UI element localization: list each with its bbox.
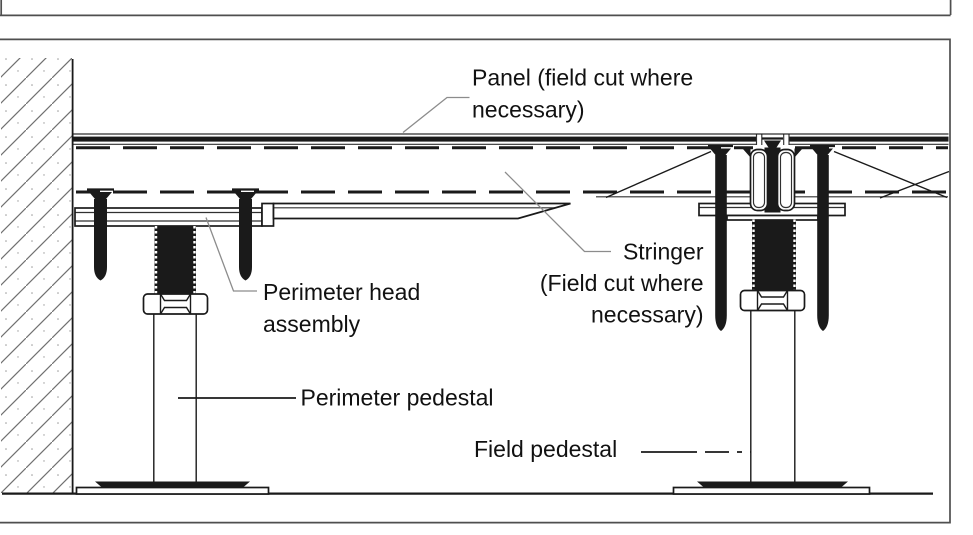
perimeter-head-label-line2: assembly: [263, 311, 361, 337]
dashed-hidden-lines: [76, 146, 948, 198]
wall-hatch: [1, 58, 72, 493]
panel-label-line1: Panel (field cut where: [472, 65, 693, 91]
perimeter-head-leader-line: [205, 217, 257, 292]
panel-joint-screw: [762, 137, 783, 213]
top-partial-box-border: [0, 0, 952, 17]
stringer-taper-lines: [605, 150, 950, 199]
stringer-leader-line: [504, 171, 611, 253]
threaded-rod: [154, 226, 196, 294]
perimeter-screw: [87, 188, 114, 281]
field-pedestal: [672, 219, 871, 495]
perimeter-head-label-line1: Perimeter head: [263, 279, 420, 305]
stringer-clip-wedge: [742, 148, 751, 158]
base-plate-top: [95, 481, 250, 488]
stringer-bar: [272, 202, 571, 220]
wall-section: [1, 58, 74, 494]
perimeter-screw: [232, 188, 259, 281]
threaded-rod: [752, 219, 796, 291]
panel-joint: [755, 134, 790, 145]
stringer-clip-wedge: [794, 148, 803, 158]
base-plate: [672, 486, 871, 495]
base-plate-top: [697, 481, 848, 488]
panel-label: Panel (field cut where necessary): [472, 65, 693, 123]
panel-label-line2: necessary): [472, 97, 584, 123]
stringer-end-channel: [776, 148, 796, 212]
stringer-label-line2: (Field cut where: [540, 270, 704, 296]
stringer-label: Stringer (Field cut where necessary): [540, 239, 704, 328]
panel-leader-line: [402, 96, 470, 134]
perimeter-head-label: Perimeter head assembly: [263, 279, 420, 337]
diagram-box-border: [0, 38, 951, 524]
field-pedestal-head: [698, 137, 846, 331]
adjustment-nut: [739, 289, 806, 312]
perimeter-pedestal-label: Perimeter pedestal: [301, 385, 494, 411]
panel-core-band: [789, 136, 949, 142]
field-pedestal-label: Field pedestal: [474, 436, 617, 462]
adjustment-nut: [142, 293, 209, 315]
base-plate: [75, 486, 270, 495]
floor-panel: [72, 133, 949, 145]
stringer-label-line3: necessary): [591, 302, 703, 328]
perimeter-pedestal: [75, 226, 270, 495]
head-assembly-end-block: [261, 202, 275, 227]
stringer-label-line1: Stringer: [623, 239, 704, 265]
stringer-end-channel: [749, 148, 769, 212]
field-screw: [708, 144, 733, 331]
panel-core-band: [72, 136, 756, 142]
field-head-plate-step: [726, 214, 819, 221]
stringer-tapered-bar: [272, 202, 571, 220]
field-screw: [810, 144, 835, 331]
